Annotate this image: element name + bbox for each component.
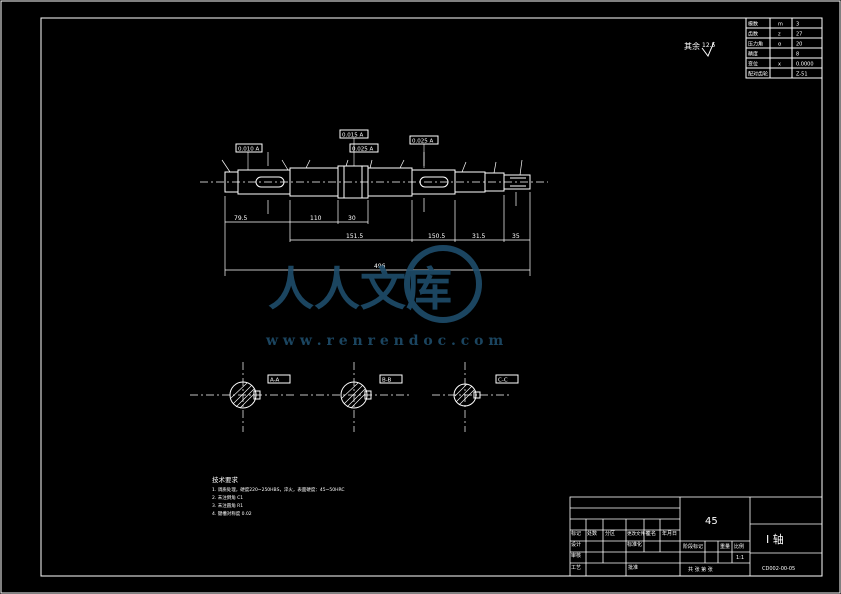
roughness-value: 12.5 (702, 42, 716, 49)
tb-drawing-number: CD002-00-05 (762, 566, 795, 572)
param-value: 0.0000 (796, 62, 814, 68)
watermark-url: w w w . r e n r e n d o c . c o m (265, 333, 503, 349)
dim-30: 30 (348, 215, 356, 222)
section-label-b: B-B (382, 378, 392, 384)
tech-req-2: 2. 未注倒角 C1 (212, 494, 243, 501)
param-label: 精度 (748, 51, 758, 58)
param-label: 变位 (748, 61, 758, 68)
param-label: 齿数 (748, 31, 758, 38)
tol-box-2: 0.025 A (412, 139, 433, 145)
tb-weight: 重量 (720, 543, 730, 550)
tol-box-4: 0.010 A (238, 147, 259, 153)
tech-req-1: 1. 调质处理，硬度220~250HBS，淬火，表面硬度：45~50HRC (212, 486, 345, 493)
param-value: 20 (796, 42, 802, 48)
param-symbol: x (778, 62, 781, 68)
tb-std: 标准化 (627, 541, 642, 548)
dim-151-5: 151.5 (346, 233, 363, 240)
tb-zone: 分区 (605, 530, 615, 537)
dimension-texts: 496 79.5 110 151.5 150.5 31.5 30 35 (234, 215, 520, 270)
tolerance-frames: 0.015 A 0.025 A 0.025 A 0.010 A (235, 129, 439, 170)
tb-part-name: I 轴 (766, 532, 784, 546)
tb-design: 设计 (571, 541, 581, 548)
tb-mark: 标记 (571, 530, 581, 537)
title-block-text: 标记 处数 分区 更改文件号 签名 年月日 设计 标准化 审核 工艺 批准 阶段… (571, 516, 795, 573)
roughness-mark: 其余 12.5 (684, 41, 716, 57)
param-table: 模数 m 3 齿数 z 27 压力角 α 20 精度 8 变位 x 0.0000 配对齿轮 Z-51 (745, 17, 823, 79)
param-label: 配对齿轮 (748, 71, 768, 78)
tech-requirements: 技术要求 1. 调质处理，硬度220~250HBS，淬火，表面硬度：45~50H… (212, 475, 345, 517)
tb-sheets: 共 张 第 张 (688, 566, 713, 573)
section-label-a: A-A (270, 378, 280, 384)
param-symbol: z (778, 32, 781, 38)
section-label-c: C-C (498, 378, 508, 384)
param-symbol: m (778, 22, 783, 28)
dim-total: 496 (374, 263, 386, 270)
param-value: 3 (796, 22, 799, 28)
inner-frame (40, 17, 823, 577)
tb-approve: 批准 (628, 564, 638, 571)
dim-79-5: 79.5 (234, 215, 248, 222)
keyway-right (419, 176, 449, 188)
tech-req-4: 4. 键槽对称度 0.02 (212, 510, 252, 517)
section-view-a: A-A (190, 362, 296, 432)
tb-date: 年月日 (662, 530, 677, 537)
section-view-c: C-C (432, 362, 519, 432)
title-block (569, 496, 823, 577)
tb-count: 处数 (587, 530, 597, 537)
tb-review: 审核 (571, 552, 581, 559)
dim-31-5: 31.5 (472, 233, 486, 240)
dim-110: 110 (310, 215, 322, 222)
param-symbol: α (778, 42, 782, 48)
watermark: 人人文库 w w w . r e n r e n d o c . c o m (265, 245, 503, 349)
section-view-b: B-B (300, 362, 410, 432)
watermark-cn: 人人文库 (268, 262, 452, 316)
keyway-left (255, 176, 285, 188)
tech-req-title: 技术要求 (212, 475, 239, 484)
shaft-outline (224, 165, 531, 199)
tol-box-3: 0.025 A (352, 147, 373, 153)
dim-35: 35 (512, 233, 520, 240)
param-label: 模数 (748, 21, 758, 28)
tb-doc: 更改文件号 (627, 530, 650, 537)
param-value: Z-51 (796, 72, 808, 78)
tb-sign: 签名 (646, 530, 656, 537)
param-value: 8 (796, 52, 799, 58)
tb-scale: 1:1 (736, 555, 744, 561)
tb-stage: 阶段标记 (683, 543, 703, 550)
param-label: 压力角 (748, 41, 763, 48)
dimension-lines (221, 152, 531, 276)
roughness-label: 其余 (684, 41, 700, 51)
tol-box-1: 0.015 A (342, 133, 363, 139)
tb-ratio: 比例 (734, 543, 744, 550)
param-value: 27 (796, 32, 802, 38)
tb-material: 45 (705, 516, 718, 527)
tech-req-3: 3. 未注圆角 R1 (212, 502, 243, 509)
tb-process: 工艺 (571, 565, 581, 571)
dim-150-5: 150.5 (428, 233, 445, 240)
